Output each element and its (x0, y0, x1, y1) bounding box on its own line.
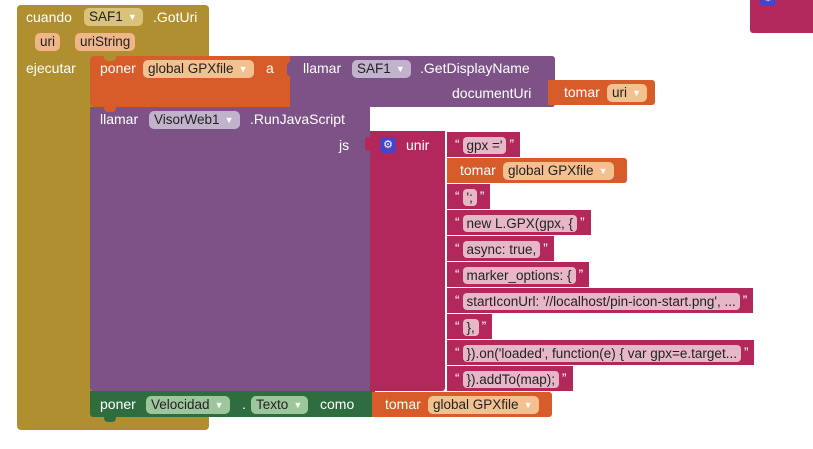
param-uristring[interactable]: uriString (75, 33, 136, 51)
event-when-label: cuando (26, 9, 72, 25)
chevron-down-icon: ▼ (395, 64, 405, 74)
event-name-label: .GotUri (153, 9, 198, 25)
chevron-down-icon: ▼ (523, 400, 533, 410)
call-component-dropdown[interactable]: SAF1▼ (352, 60, 411, 78)
join-get-label: tomar (460, 162, 496, 178)
text-string-2[interactable]: “new L.GPX(gpx, {” (447, 210, 591, 235)
mutator-gear-icon[interactable]: ⚙ (760, 0, 776, 6)
runjs-component-dropdown[interactable]: VisorWeb1▼ (149, 111, 240, 129)
get-uri-dropdown[interactable]: uri▼ (607, 84, 648, 102)
text-string-4[interactable]: “marker_options: {” (447, 262, 590, 287)
text-string-8[interactable]: “}).addTo(map);” (447, 366, 573, 391)
js-arg-label: js (339, 137, 350, 153)
runjs-method-label: .RunJavaScript (250, 111, 345, 127)
event-do-label: ejecutar (26, 60, 76, 76)
text-string-6[interactable]: “},” (447, 314, 493, 339)
call-saf1-getdisplayname-block[interactable] (290, 56, 555, 107)
call-method-label: .GetDisplayName (420, 60, 530, 76)
join-label: unir (406, 137, 430, 153)
chevron-down-icon: ▼ (224, 115, 234, 125)
connector-tab (287, 62, 293, 76)
join-block[interactable] (370, 131, 445, 391)
block-notch (104, 107, 116, 112)
param-uri[interactable]: uri (35, 33, 61, 51)
get-label: tomar (564, 84, 600, 100)
speed-as-label: como (320, 396, 355, 412)
speed-get-label: tomar (385, 396, 421, 412)
text-string-3[interactable]: “async: true,” (447, 236, 554, 261)
chevron-down-icon: ▼ (632, 88, 642, 98)
partial-text-block[interactable]: ⚙ (750, 0, 813, 33)
text-string-5[interactable]: “startIconUrl: '//localhost/pin-icon-sta… (447, 288, 754, 313)
block-notch (104, 56, 116, 61)
chevron-down-icon: ▼ (127, 12, 137, 22)
join-mutator-gear-icon[interactable]: ⚙ (380, 137, 396, 153)
join-connector-tab (365, 137, 372, 151)
set-to-label: a (266, 60, 274, 76)
set-label: poner (100, 60, 136, 76)
chevron-down-icon: ▼ (598, 166, 608, 176)
set-velocidad-texto-block[interactable] (90, 391, 375, 417)
call-visorweb1-runjavascript-block[interactable] (90, 107, 370, 391)
speed-get-variable-dropdown[interactable]: global GPXfile▼ (428, 396, 539, 414)
chevron-down-icon: ▼ (214, 400, 224, 410)
call-label: llamar (303, 60, 342, 76)
speed-dot-label: . (242, 396, 246, 412)
block-notch (104, 417, 116, 422)
text-string-0[interactable]: “gpx ='” (447, 132, 520, 157)
speed-property-dropdown[interactable]: Texto▼ (251, 396, 309, 414)
speed-set-label: poner (100, 396, 136, 412)
set-variable-dropdown[interactable]: global GPXfile▼ (143, 60, 254, 78)
chevron-down-icon: ▼ (293, 400, 303, 410)
runjs-call-label: llamar (100, 111, 139, 127)
text-string-1[interactable]: “';” (447, 184, 491, 209)
text-string-7[interactable]: “}).on('loaded', function(e) { var gpx=e… (447, 340, 755, 365)
chevron-down-icon: ▼ (238, 64, 248, 74)
speed-component-dropdown[interactable]: Velocidad▼ (146, 396, 230, 414)
join-get-variable-dropdown[interactable]: global GPXfile▼ (503, 162, 614, 180)
document-uri-label: documentUri (452, 85, 532, 101)
event-component-dropdown[interactable]: SAF1▼ (84, 8, 143, 26)
